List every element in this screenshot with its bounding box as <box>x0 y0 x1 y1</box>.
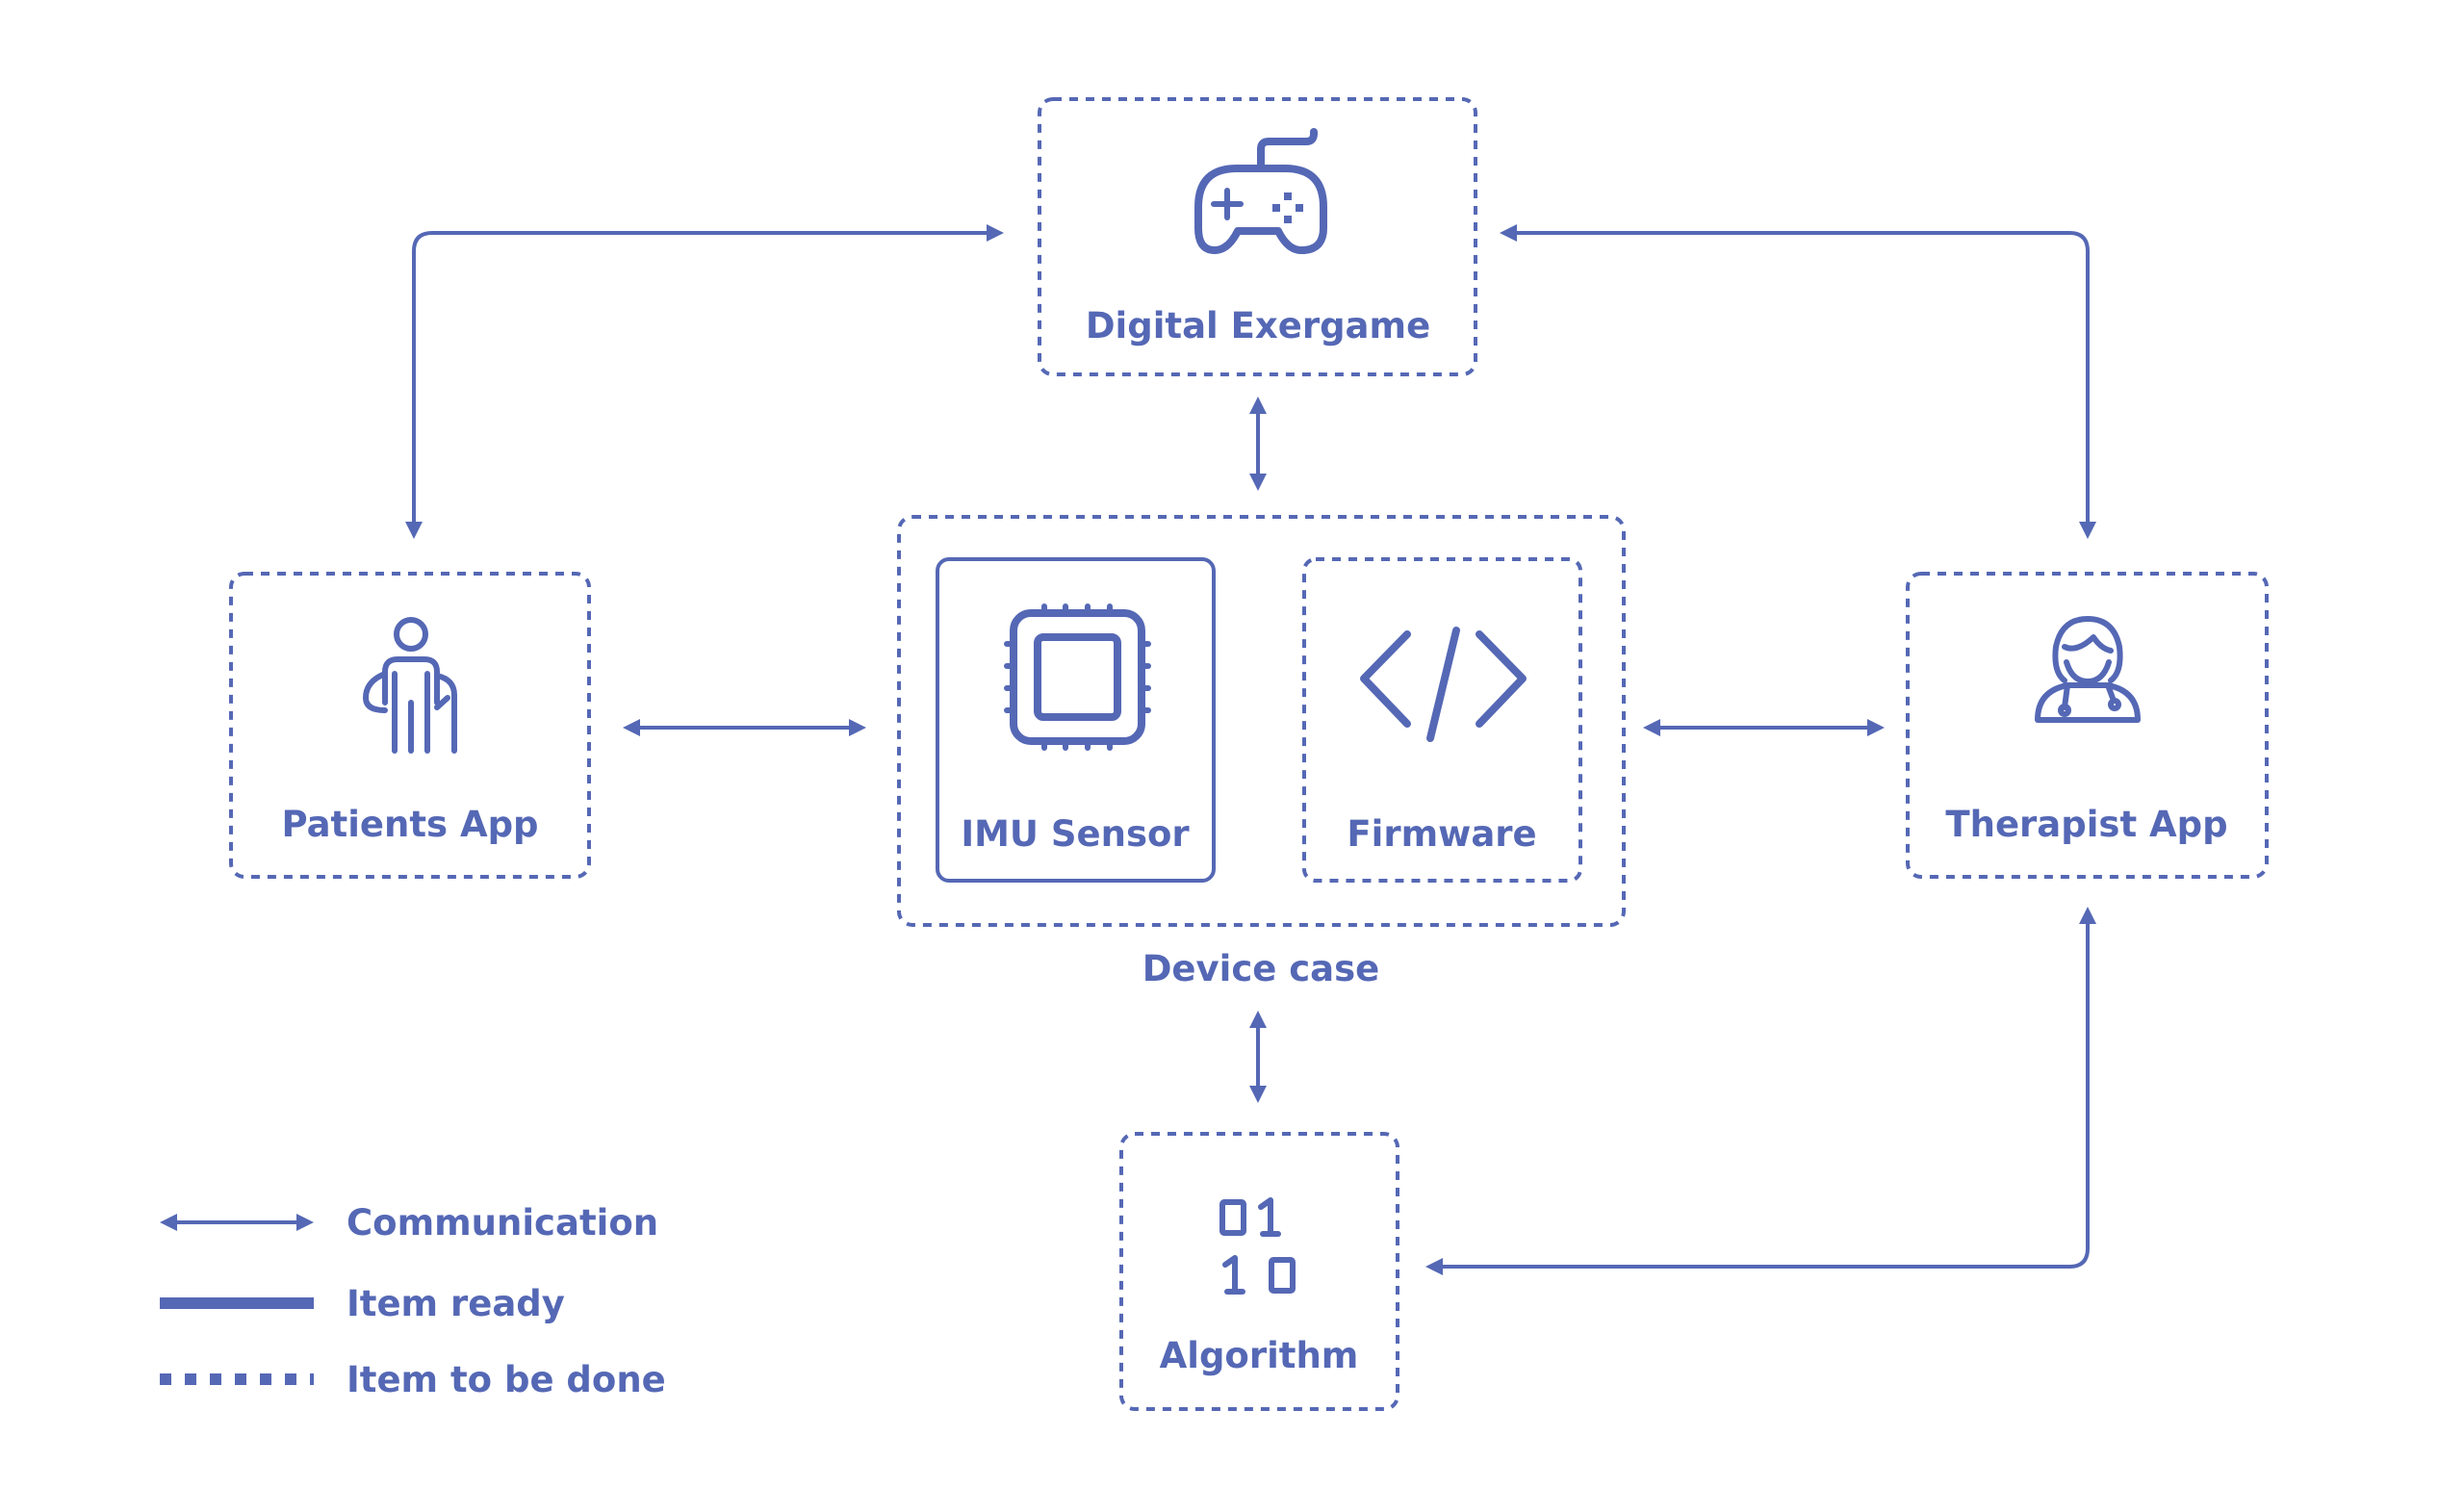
patient-icon <box>363 617 457 754</box>
legend-todo: Item to be done <box>160 1359 666 1400</box>
legend-arrow-left <box>160 1214 177 1231</box>
gamepad-icon <box>1194 128 1327 254</box>
imu-label: IMU Sensor <box>961 813 1190 855</box>
algorithm-label: Algorithm <box>1160 1335 1359 1376</box>
node-imu-sensor: IMU Sensor <box>936 557 1216 883</box>
node-algorithm: Algorithm <box>1119 1132 1399 1411</box>
node-patients-app: Patients App <box>229 572 591 879</box>
patients-label: Patients App <box>281 804 538 845</box>
exergame-box <box>1038 97 1477 376</box>
legend-todo-label: Item to be done <box>346 1359 666 1400</box>
binary-icon <box>1219 1197 1296 1295</box>
therapist-label: Therapist App <box>1945 804 2227 845</box>
node-firmware: Firmware <box>1302 557 1582 883</box>
patients-box <box>229 572 591 879</box>
connector-device-therapist <box>1643 719 1885 736</box>
connector-patients-device <box>623 719 866 736</box>
legend: Communication Item ready Item to be done <box>160 1202 666 1400</box>
connector-exergame-device <box>1249 397 1267 491</box>
imu-box <box>936 557 1216 883</box>
chip-icon <box>1004 603 1151 751</box>
firmware-label: Firmware <box>1347 813 1536 855</box>
connector-device-algorithm <box>1249 1011 1267 1103</box>
node-device-case: Device case <box>897 515 1626 989</box>
legend-communication-label: Communication <box>346 1202 658 1244</box>
device-case-box <box>897 515 1626 927</box>
algorithm-box <box>1119 1132 1399 1411</box>
legend-communication: Communication <box>160 1202 658 1244</box>
connector-algorithm-therapist <box>1425 907 2096 1275</box>
connector-patients-exergame <box>405 224 1004 539</box>
legend-ready-label: Item ready <box>346 1283 565 1324</box>
connector-therapist-exergame <box>1500 224 2096 539</box>
device-case-label: Device case <box>1142 948 1380 989</box>
code-icon <box>1360 627 1527 742</box>
therapist-icon <box>2035 616 2141 723</box>
exergame-label: Digital Exergame <box>1086 305 1430 346</box>
legend-ready: Item ready <box>160 1283 565 1324</box>
node-digital-exergame: Digital Exergame <box>1038 97 1477 376</box>
therapist-box <box>1906 572 2269 879</box>
connectors <box>405 224 2096 1275</box>
node-therapist-app: Therapist App <box>1906 572 2269 879</box>
legend-arrow-right <box>296 1214 314 1231</box>
